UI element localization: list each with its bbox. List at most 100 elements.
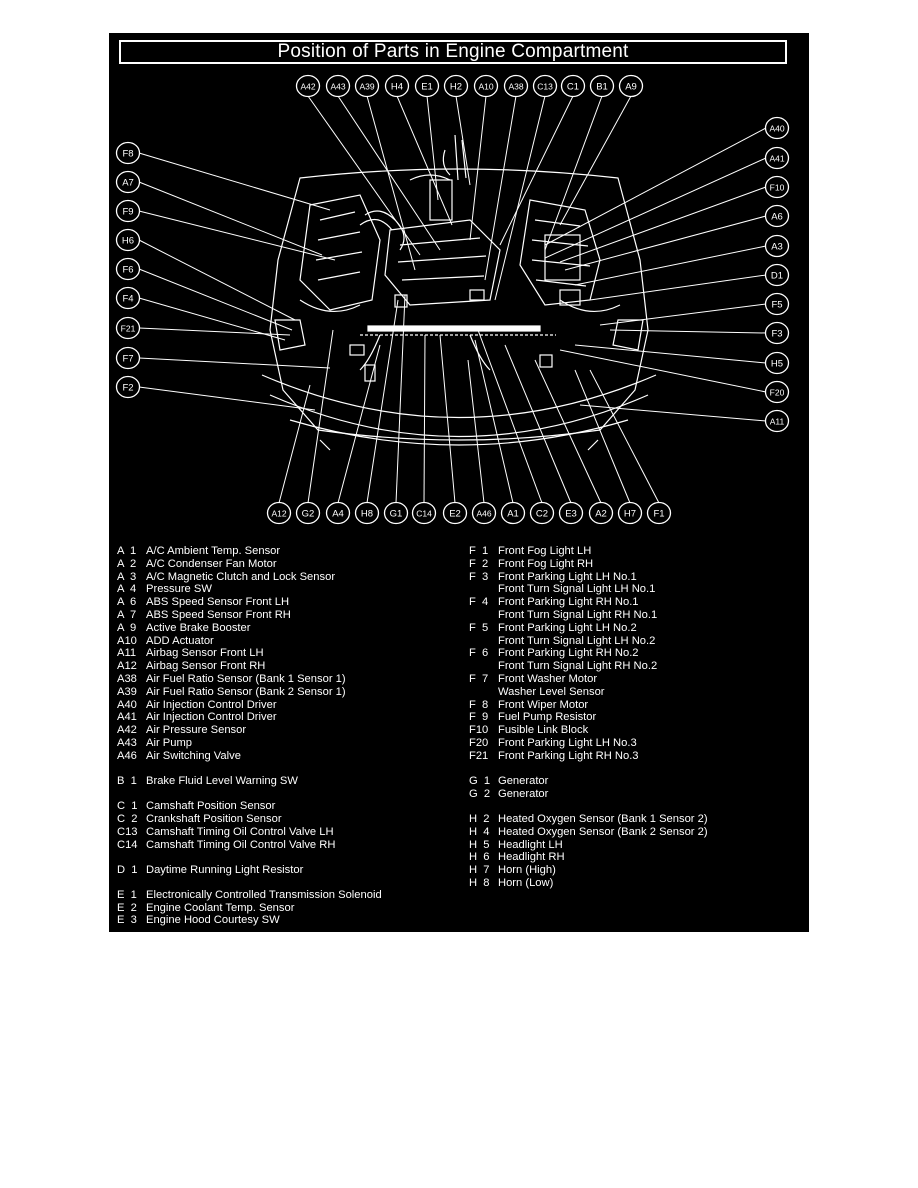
callout-H7-circle (617, 501, 643, 525)
callout-B1-label: B1 (596, 81, 608, 92)
legend-description: Electronically Controlled Transmission S… (146, 888, 382, 901)
leader-F1 (589, 369, 660, 504)
callout-F6-label: F6 (122, 264, 133, 275)
leader-H8 (366, 299, 399, 504)
callout-A10-circle (473, 74, 499, 98)
legend-code (469, 635, 498, 648)
leader-F3 (609, 329, 767, 334)
leader-F8 (138, 152, 331, 211)
callout-A12-label: A12 (271, 508, 286, 518)
callout-A46-circle (471, 501, 497, 525)
callout-F10-label: F10 (770, 182, 785, 192)
legend-code: F 3 (469, 570, 489, 583)
legend-gap (117, 788, 382, 800)
callout-F10: F10 (764, 175, 790, 199)
callout-A4: A4 (325, 501, 351, 525)
legend-description: Engine Coolant Temp. Sensor (146, 901, 295, 914)
callout-A38: A38 (503, 74, 529, 98)
callout-A3-circle (764, 234, 790, 258)
callout-H8-circle (354, 501, 380, 525)
legend-description: Front Fog Light LH (498, 545, 592, 557)
callout-H5-label: H5 (771, 358, 783, 369)
legend-description: Air Fuel Ratio Sensor (Bank 2 Sensor 1) (146, 685, 346, 698)
legend-code: G 2 (469, 787, 491, 800)
callout-F20-label: F20 (770, 387, 785, 397)
callout-G1-label: G1 (390, 508, 403, 519)
legend-row: A10 ADD Actuator (117, 635, 382, 648)
callout-F8-label: F8 (122, 148, 133, 159)
legend-code: C 1 (117, 800, 138, 813)
legend-description: Front Turn Signal Light RH No.1 (498, 608, 658, 621)
legend-description: Airbag Sensor Front RH (146, 660, 266, 673)
legend-code: B 1 (117, 774, 137, 787)
legend-code: D 1 (117, 863, 138, 876)
leader-A3 (574, 245, 767, 286)
legend-description: Air Pressure Sensor (146, 724, 247, 737)
leader-A9 (559, 95, 632, 226)
legend-code: C13 (117, 825, 138, 838)
callout-A10: A10 (473, 74, 499, 98)
legend-description: ADD Actuator (146, 634, 214, 647)
callout-C1-label: C1 (567, 81, 579, 92)
callout-E3-label: E3 (565, 508, 577, 519)
legend-code: A42 (117, 724, 137, 737)
legend-description: Headlight LH (498, 838, 563, 851)
callout-A6-circle (764, 204, 790, 228)
callout-A41-label: A41 (769, 153, 784, 163)
legend-description: Air Injection Control Driver (146, 711, 277, 724)
callout-A11: A11 (764, 409, 790, 433)
legend-description: Heated Oxygen Sensor (Bank 1 Sensor 2) (498, 812, 708, 825)
legend-row: C13 Camshaft Timing Oil Control Valve LH (117, 826, 382, 839)
callout-H2-circle (443, 74, 469, 98)
legend-description: Generator (498, 774, 549, 787)
callout-C13-label: C13 (537, 81, 553, 91)
callout-B1-circle (589, 74, 615, 98)
callout-A2-label: A2 (595, 508, 607, 519)
callout-F6-circle (115, 257, 141, 281)
leader-A4 (337, 344, 381, 504)
callout-H7: H7 (617, 501, 643, 525)
callout-A40-label: A40 (769, 123, 784, 133)
callout-E2: E2 (442, 501, 468, 525)
callout-H7-label: H7 (624, 508, 636, 519)
callout-A10-label: A10 (478, 81, 493, 91)
legend-row: Front Turn Signal Light RH No.1 (469, 609, 708, 622)
callout-E3: E3 (558, 501, 584, 525)
callout-A41-circle (764, 146, 790, 170)
callout-C1: C1 (560, 74, 586, 98)
legend-description: Air Pump (146, 736, 193, 749)
callout-F7: F7 (115, 346, 141, 370)
legend-description: Camshaft Timing Oil Control Valve LH (146, 825, 334, 838)
legend-code (469, 609, 498, 622)
leader-A12 (278, 384, 311, 504)
legend-code: F 7 (469, 672, 489, 685)
diagram-panel (109, 33, 809, 932)
callout-A43: A43 (325, 74, 351, 98)
legend-code: A10 (117, 634, 137, 647)
legend-description: A/C Magnetic Clutch and Lock Sensor (146, 570, 336, 583)
callout-C2-label: C2 (536, 508, 548, 519)
legend-code: A 3 (117, 570, 137, 583)
callout-A7-label: A7 (122, 177, 134, 188)
legend-code: E 2 (117, 901, 137, 914)
legend-description: A/C Ambient Temp. Sensor (146, 545, 281, 557)
leader-D1 (589, 274, 767, 301)
legend-description: Crankshaft Position Sensor (146, 812, 282, 825)
legend-code: F20 (469, 736, 489, 749)
legend-gap (117, 877, 382, 889)
leader-F7 (138, 357, 331, 369)
legend-description: Front Parking Light LH No.1 (498, 570, 637, 583)
callout-G2-circle (295, 501, 321, 525)
legend-row: Front Turn Signal Light RH No.2 (469, 660, 708, 673)
